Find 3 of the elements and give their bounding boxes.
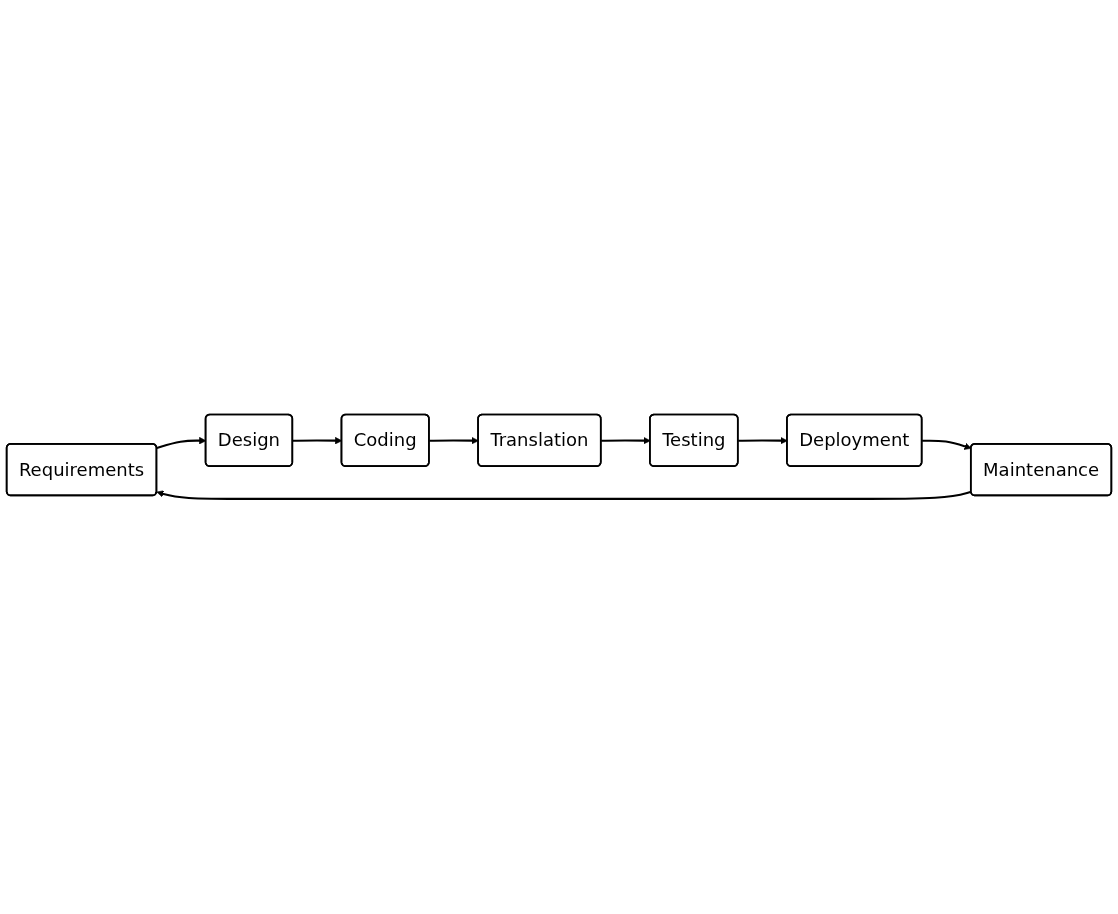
arrow	[156, 490, 972, 501]
arrow	[922, 439, 972, 451]
arrow	[429, 437, 479, 445]
